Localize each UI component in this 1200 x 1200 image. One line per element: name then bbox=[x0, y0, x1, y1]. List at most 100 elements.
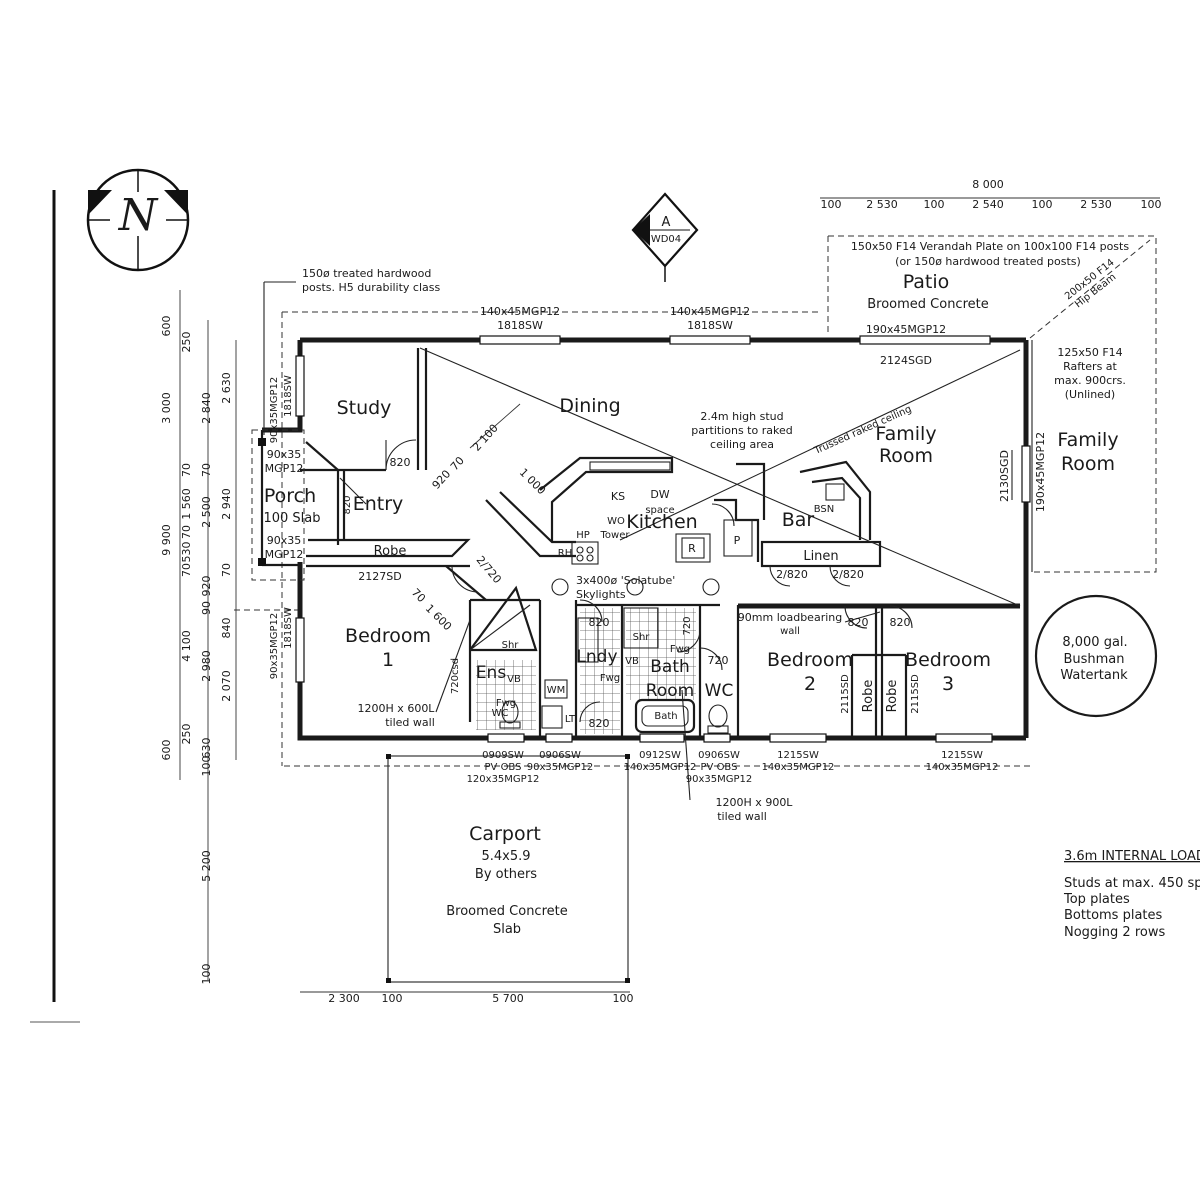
dim-text: 100 bbox=[200, 756, 213, 777]
win-label: 90x35MGP12 bbox=[527, 762, 594, 773]
room-bar: Bar bbox=[782, 509, 815, 531]
win-label: 90x35MGP12 bbox=[686, 774, 753, 785]
room-porch-slab: 100 Slab bbox=[263, 511, 320, 526]
member-sgd-side: 2130SGD bbox=[998, 450, 1011, 502]
dim-text: 100 bbox=[613, 992, 634, 1005]
carport-size: 5.4x5.9 bbox=[481, 849, 530, 864]
note-internal-1: Studs at max. 450 spc bbox=[1064, 876, 1200, 891]
fixture-space: space bbox=[645, 505, 674, 516]
dim-text: 70 bbox=[180, 563, 193, 577]
fixture-wo: WO bbox=[607, 516, 625, 527]
door-720-wc: 720 bbox=[708, 654, 729, 667]
note-tank-3: Watertank bbox=[1060, 668, 1128, 683]
note-tank-1: 8,000 gal. bbox=[1062, 635, 1127, 650]
dim-text: 2 300 bbox=[328, 992, 360, 1005]
door-2-820-a: 2/820 bbox=[776, 568, 808, 581]
room-bath-1: Bath bbox=[650, 657, 690, 677]
fixture-shr-ens: Shr bbox=[502, 640, 520, 651]
fixture-r: R bbox=[688, 542, 696, 555]
note-stud-2: partitions to raked bbox=[691, 424, 792, 437]
dim-text: 920 bbox=[200, 576, 213, 597]
bottom-dimensions: 2 300 100 5 700 100 bbox=[328, 992, 633, 1005]
room-dining: Dining bbox=[559, 395, 620, 417]
member-left-upper-b: 1818SW bbox=[283, 375, 294, 417]
dim-text: 70 bbox=[180, 463, 193, 477]
win-label: 0909SW bbox=[482, 750, 524, 761]
raked-ceiling-line bbox=[419, 347, 1021, 607]
note-tiled2-2: tiled wall bbox=[717, 810, 767, 823]
note-posts-1: 150ø treated hardwood bbox=[302, 267, 431, 280]
room-robe: Robe bbox=[374, 544, 407, 559]
member-top1-a: 140x45MGP12 bbox=[480, 305, 560, 318]
note-rafters-4: (Unlined) bbox=[1065, 388, 1115, 401]
dim-text: 70 bbox=[409, 586, 428, 605]
dim-text: 100 bbox=[200, 964, 213, 985]
note-internal-title: 3.6m INTERNAL LOADBE bbox=[1064, 849, 1200, 864]
fixture-rh: RH bbox=[558, 548, 572, 559]
fixture-dw: DW bbox=[650, 488, 669, 501]
win-label: 1215SW bbox=[941, 750, 983, 761]
compass-letter: N bbox=[118, 190, 159, 241]
win-label: 1215SW bbox=[777, 750, 819, 761]
room-carport: Carport bbox=[469, 823, 541, 845]
member-left-upper-a: 90x35MGP12 bbox=[269, 377, 280, 444]
dim-text: 1 000 bbox=[517, 466, 548, 497]
dim-text: 100 bbox=[1141, 198, 1162, 211]
fixture-fwg-ens: Fwg bbox=[496, 698, 516, 709]
room-bedroom3-1: Bedroom bbox=[905, 649, 991, 671]
note-solatube-1: 3x400ø 'Solatube' bbox=[576, 574, 675, 587]
dim-text: 2/720 bbox=[474, 553, 504, 586]
patio bbox=[827, 235, 1157, 573]
dim-text: 90 bbox=[200, 601, 213, 615]
room-kitchen: Kitchen bbox=[626, 511, 697, 533]
dim-text: 5 200 bbox=[200, 850, 213, 882]
note-tank-2: Bushman bbox=[1063, 652, 1124, 667]
dim-text: 2 630 bbox=[220, 372, 233, 404]
carport-slab-1: Broomed Concrete bbox=[446, 904, 568, 919]
fixture-wc-ens: WC bbox=[492, 708, 509, 719]
room-porch: Porch bbox=[264, 485, 316, 507]
interior-walls bbox=[300, 348, 1020, 738]
note-veranda-1: 150x50 F14 Verandah Plate on 100x100 F14… bbox=[851, 240, 1129, 253]
member-porch-bot-a: 90x35 bbox=[267, 534, 302, 547]
door-swings bbox=[339, 439, 913, 723]
fixture-fwg-lndy: Fwg bbox=[600, 673, 620, 684]
member-top2-a: 140x45MGP12 bbox=[670, 305, 750, 318]
dim-text: 2 530 bbox=[866, 198, 898, 211]
note-veranda-2: (or 150ø hardwood treated posts) bbox=[895, 255, 1081, 268]
dim-text: 70 bbox=[448, 454, 467, 473]
dimension-lines bbox=[179, 197, 1160, 993]
member-left-lower-b: 1818SW bbox=[283, 607, 294, 649]
member-patio-plate: 190x45MGP12 bbox=[866, 323, 946, 336]
fixture-tower: Tower bbox=[600, 530, 631, 541]
member-sgd-top: 2124SGD bbox=[880, 354, 932, 367]
fixture-wm: WM bbox=[547, 685, 566, 696]
room-linen: Linen bbox=[803, 549, 838, 564]
dim-text: 9 900 bbox=[160, 524, 173, 556]
dim-text: 2 530 bbox=[1080, 198, 1112, 211]
note-internal-4: Nogging 2 rows bbox=[1064, 925, 1165, 940]
win-label: 0906SW bbox=[698, 750, 740, 761]
dim-text: 70 bbox=[180, 525, 193, 539]
room-entry: Entry bbox=[353, 493, 404, 515]
room-robe3: Robe bbox=[885, 680, 900, 713]
dim-text: 530 bbox=[180, 542, 193, 563]
door-820-lndy: 820 bbox=[589, 616, 610, 629]
room-patio-surface: Broomed Concrete bbox=[867, 297, 989, 312]
section-letter: A bbox=[662, 215, 671, 230]
win-label: PV OBS bbox=[485, 762, 522, 773]
dim-text: 2 070 bbox=[220, 670, 233, 702]
fixture-vb-ens: VB bbox=[507, 674, 521, 685]
note-posts-2: posts. H5 durability class bbox=[302, 281, 441, 294]
member-left-lower-a: 90x35MGP12 bbox=[269, 613, 280, 680]
dim-text: 70 bbox=[220, 563, 233, 577]
dim-text: 2 840 bbox=[200, 392, 213, 424]
fixture-bsn: BSN bbox=[814, 504, 835, 515]
door-820-porch: 820 bbox=[342, 495, 353, 514]
door-720csd: 720csd bbox=[450, 658, 461, 694]
dim-text: 100 bbox=[382, 992, 403, 1005]
wet-area-fixtures bbox=[469, 578, 729, 734]
room-bedroom2-1: Bedroom bbox=[767, 649, 853, 671]
dim-text: 4 100 bbox=[180, 630, 193, 662]
